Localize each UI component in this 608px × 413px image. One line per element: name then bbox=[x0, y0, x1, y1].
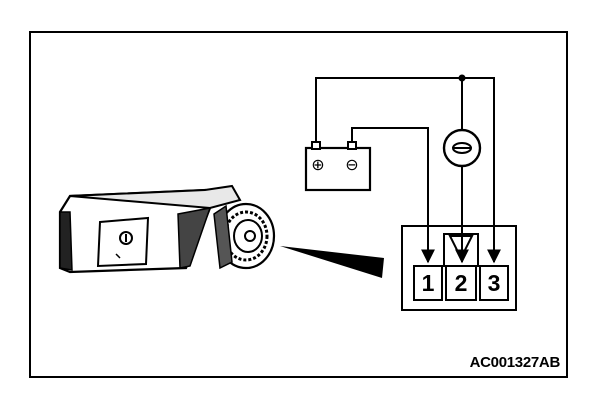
wire-battery-positive bbox=[315, 77, 462, 142]
sensor-component bbox=[58, 184, 276, 274]
pin-3-cell bbox=[479, 265, 509, 301]
battery-negative-symbol: ⊖ bbox=[345, 155, 359, 174]
connector-pin-box bbox=[401, 225, 517, 311]
test-lamp bbox=[442, 128, 482, 168]
sensor-connector bbox=[213, 202, 276, 270]
pin-1-cell bbox=[413, 265, 443, 301]
figure-frame bbox=[29, 31, 568, 378]
battery-positive-symbol: ⊕ bbox=[311, 155, 325, 174]
wire-to-pin-1 bbox=[351, 127, 435, 264]
pin-3-label: 3 bbox=[487, 270, 501, 296]
wire-to-pin-3 bbox=[462, 77, 501, 264]
connector-pointer bbox=[280, 246, 384, 278]
pin-2-label: 2 bbox=[454, 270, 468, 296]
pin-1-label: 1 bbox=[421, 270, 435, 296]
wiring bbox=[315, 74, 501, 264]
figure-code: AC001327AB bbox=[469, 354, 561, 371]
